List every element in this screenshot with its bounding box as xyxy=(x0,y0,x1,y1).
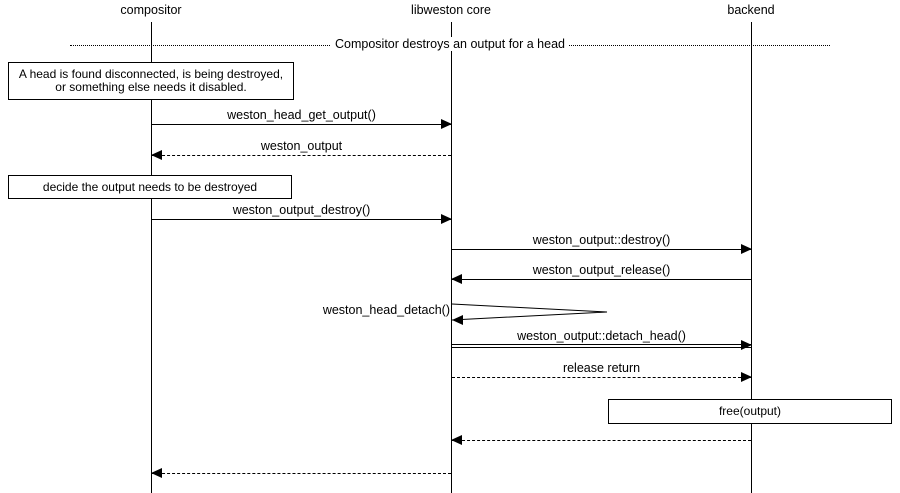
message-shaft xyxy=(452,440,751,441)
participant-label-libweston-core: libweston core xyxy=(411,3,491,17)
participant-label-compositor: compositor xyxy=(120,3,182,17)
note-decide-destroy: decide the output needs to be destroyed xyxy=(8,175,292,199)
arrowhead-right-icon xyxy=(441,119,452,129)
participant-label-backend: backend xyxy=(727,3,775,17)
arrowhead-left-icon xyxy=(151,468,162,478)
arrowhead-left-icon xyxy=(451,435,462,445)
arrowhead-right-icon xyxy=(441,214,452,224)
message-label: weston_output::destroy() xyxy=(529,233,674,247)
arrowhead-right-icon xyxy=(741,372,752,382)
message-weston-head-detach: weston_head_detach() xyxy=(323,301,612,325)
message-shaft xyxy=(452,377,751,378)
message-shaft xyxy=(452,344,751,348)
message-label: weston_output xyxy=(257,139,346,153)
note-free-output: free(output) xyxy=(608,399,892,424)
message-shaft xyxy=(452,279,751,280)
arrowhead-left-icon xyxy=(451,274,462,284)
arrowhead-right-icon xyxy=(741,340,752,350)
message-label: weston_output_destroy() xyxy=(229,203,374,217)
arrowhead-left-icon xyxy=(151,150,162,160)
lifeline-compositor xyxy=(151,22,152,493)
message-shaft xyxy=(152,124,451,125)
message-shaft xyxy=(152,219,451,220)
arrowhead-right-icon xyxy=(741,244,752,254)
message-shaft xyxy=(152,473,451,474)
message-shaft xyxy=(452,249,751,250)
message-label: weston_head_get_output() xyxy=(224,108,379,122)
lifeline-backend xyxy=(751,22,752,493)
message-shaft xyxy=(152,155,451,156)
lifeline-libweston-core xyxy=(451,22,452,493)
message-label: weston_output_release() xyxy=(529,263,674,277)
note-head-disconnected: A head is found disconnected, is being d… xyxy=(8,62,294,100)
self-call-loop-icon xyxy=(451,303,608,325)
message-label: weston_head_detach() xyxy=(322,303,450,317)
scenario-title: Compositor destroys an output for a head xyxy=(331,37,569,51)
message-label: release return xyxy=(559,361,644,375)
message-label: weston_output::detach_head() xyxy=(514,329,689,343)
